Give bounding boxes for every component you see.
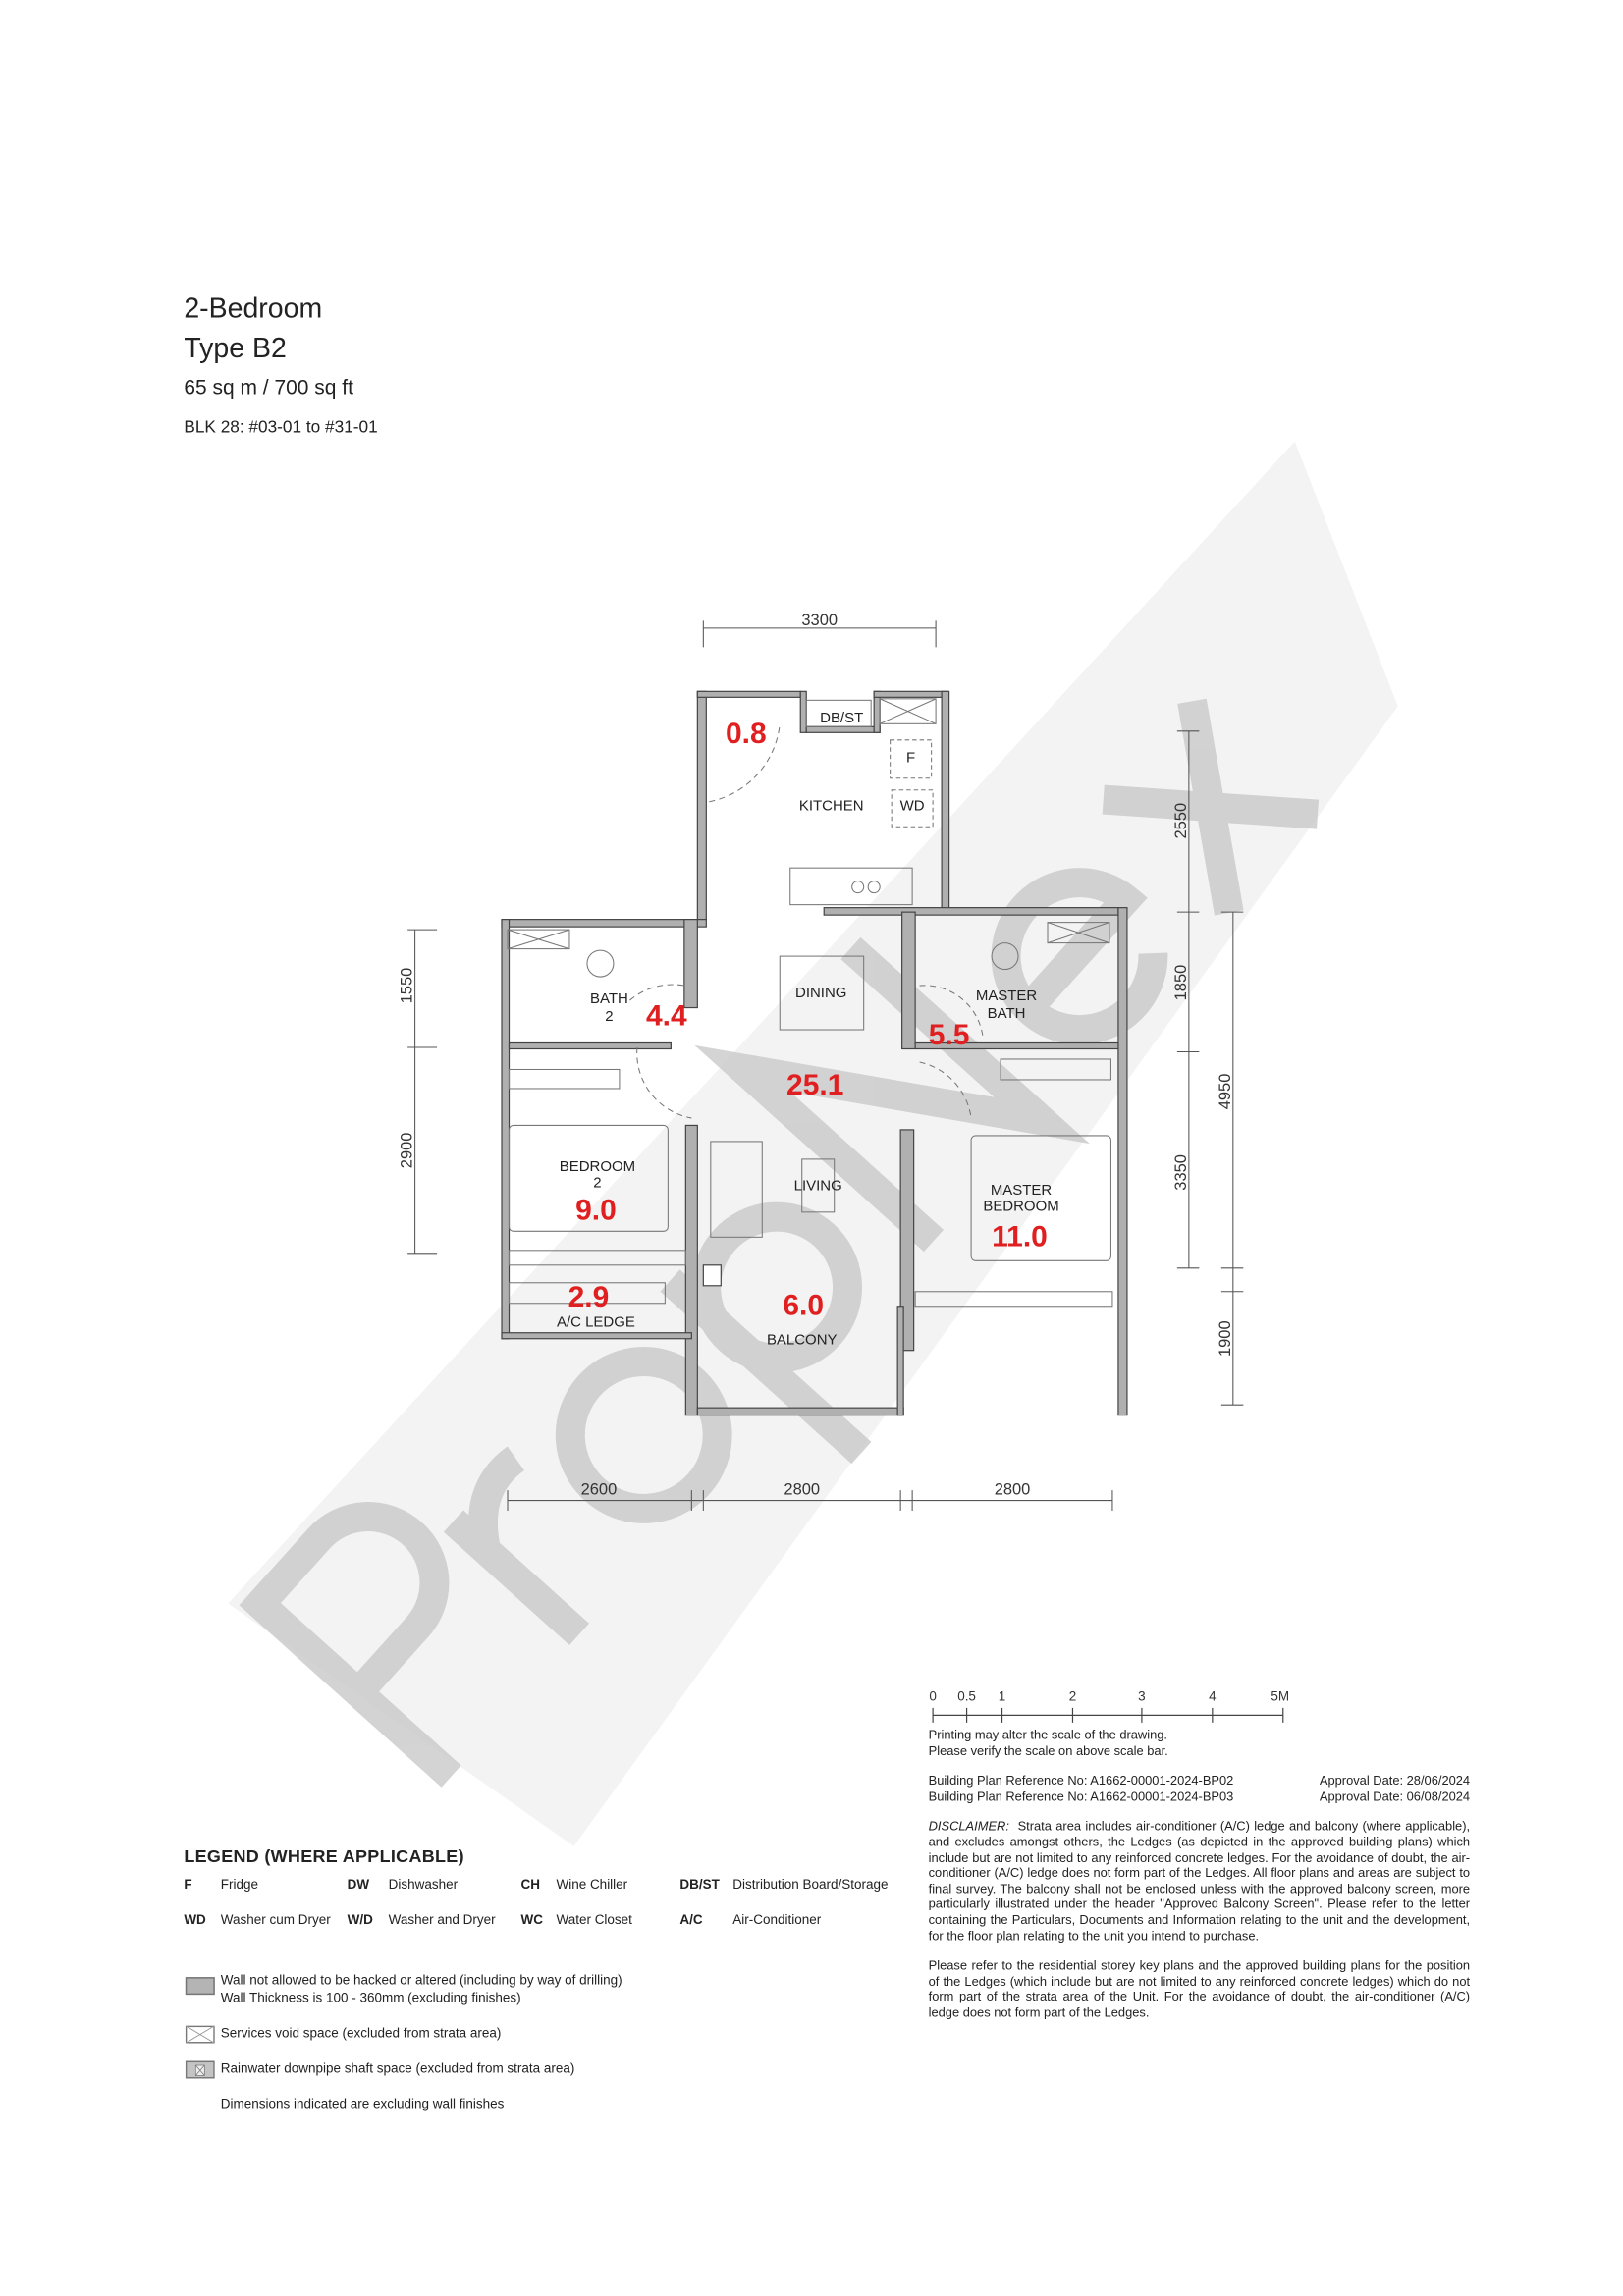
legend-label: Distribution Board/Storage [732, 1877, 889, 1893]
plan-ref-row: Building Plan Reference No: A1662-00001-… [929, 1773, 1470, 1789]
disclaimer: DISCLAIMER: Strata area includes air-con… [929, 1819, 1470, 1944]
plan-ref-1: Building Plan Reference No: A1662-00001-… [928, 1773, 1234, 1789]
legend-code: W/D [347, 1912, 373, 1928]
disclaimer-text: Strata area includes air-conditioner (A/… [928, 1818, 1471, 1943]
scale-note-2: Please verify the scale on above scale b… [928, 1742, 1168, 1758]
legend-code: F [184, 1877, 192, 1893]
legend-code: WC [520, 1912, 543, 1928]
legend-label: Wine Chiller [556, 1877, 628, 1893]
wall-swatch-icon [185, 1977, 215, 1996]
legend-code: A/C [679, 1912, 703, 1928]
wall-note-1: Wall not allowed to be hacked or altered… [220, 1972, 622, 1988]
legend-code: DB/ST [679, 1877, 720, 1893]
rainwater-shaft-icon [185, 2060, 215, 2079]
void-note: Services void space (excluded from strat… [220, 2025, 502, 2041]
disclaimer-label: DISCLAIMER: [928, 1818, 1009, 1834]
unit-block-range: BLK 28: #03-01 to #31-01 [184, 419, 378, 438]
legend-code: DW [347, 1877, 370, 1893]
dimensions-note: Dimensions indicated are excluding wall … [220, 2096, 505, 2111]
services-void-icon [185, 2025, 215, 2044]
legend-label: Washer cum Dryer [220, 1912, 331, 1928]
legend-code: WD [184, 1912, 206, 1928]
notes-column: Printing may alter the scale of the draw… [929, 1727, 1470, 2020]
plan-ref-2: Building Plan Reference No: A1662-00001-… [928, 1788, 1234, 1803]
wall-note-2: Wall Thickness is 100 - 360mm (excluding… [220, 1990, 521, 2005]
legend-label: Air-Conditioner [732, 1912, 822, 1928]
legend-label: Fridge [220, 1877, 259, 1893]
legend-label: Dishwasher [388, 1877, 459, 1893]
legend-code: CH [520, 1877, 540, 1893]
disclaimer-ledges: Please refer to the residential storey k… [928, 1957, 1471, 2020]
approval-date-2: Approval Date: 06/08/2024 [1319, 1788, 1471, 1803]
legend-label: Water Closet [556, 1912, 632, 1928]
plan-ref-row: Building Plan Reference No: A1662-00001-… [929, 1789, 1470, 1804]
approval-date-1: Approval Date: 28/06/2024 [1319, 1773, 1471, 1789]
unit-category: 2-Bedroom [184, 294, 323, 326]
unit-area: 65 sq m / 700 sq ft [184, 375, 353, 400]
legend-label: Washer and Dryer [388, 1912, 496, 1928]
unit-type: Type B2 [184, 334, 287, 365]
legend-title: LEGEND (WHERE APPLICABLE) [184, 1845, 464, 1867]
scale-note-1: Printing may alter the scale of the draw… [928, 1727, 1168, 1742]
rainwater-note: Rainwater downpipe shaft space (excluded… [220, 2060, 575, 2076]
